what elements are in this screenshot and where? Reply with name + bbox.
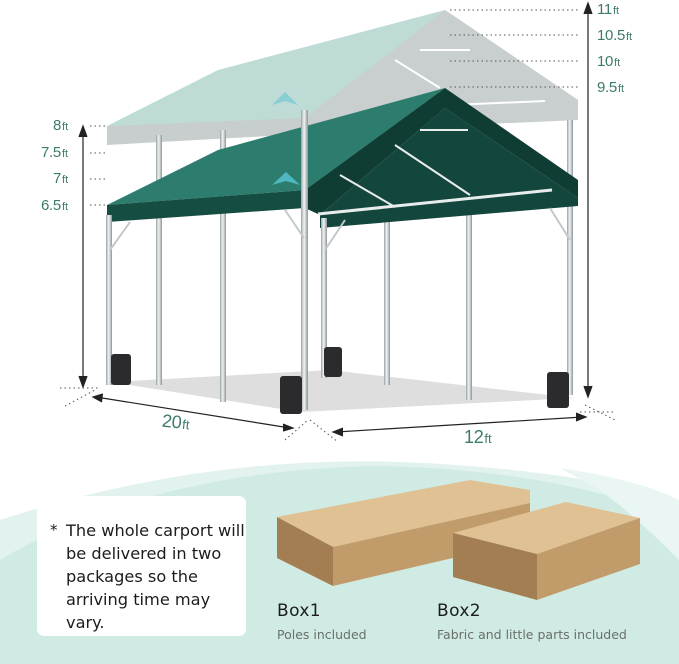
dimension-lines [78,1,593,437]
asterisk-icon: * [50,521,58,539]
delivery-note-card: * The whole carport will be delivered in… [37,496,246,636]
box2-illustration [453,502,640,600]
delivery-note: * The whole carport will be delivered in… [50,519,246,634]
width-label-12ft: 12ft [464,427,492,447]
height-label-7-5ft: 7.5ft [41,144,69,161]
box2-description: Fabric and little parts included [437,627,627,642]
dotted-guides [60,9,616,443]
length-label-20ft: 20ft [161,410,191,433]
height-label-7ft: 7ft [53,170,69,187]
height-label-6-5ft: 6.5ft [41,197,69,214]
box1-title: Box1 [277,601,322,621]
height-label-10-5ft: 10.5ft [597,27,633,44]
box1-illustration [277,480,530,586]
raised-canopy-ghost [107,10,578,145]
sandbag-weights [111,347,569,414]
ground-shadow [110,370,575,412]
height-label-10ft: 10ft [597,53,621,70]
height-label-11ft: 11ft [597,1,620,18]
back-poles [156,120,573,402]
green-canopy [107,88,578,228]
delivery-note-text: The whole carport will be delivered in t… [66,521,245,632]
front-poles [106,110,571,410]
height-label-9-5ft: 9.5ft [597,79,625,96]
box2-title: Box2 [437,601,482,621]
box1-description: Poles included [277,627,367,642]
height-label-8ft: 8ft [53,117,69,134]
